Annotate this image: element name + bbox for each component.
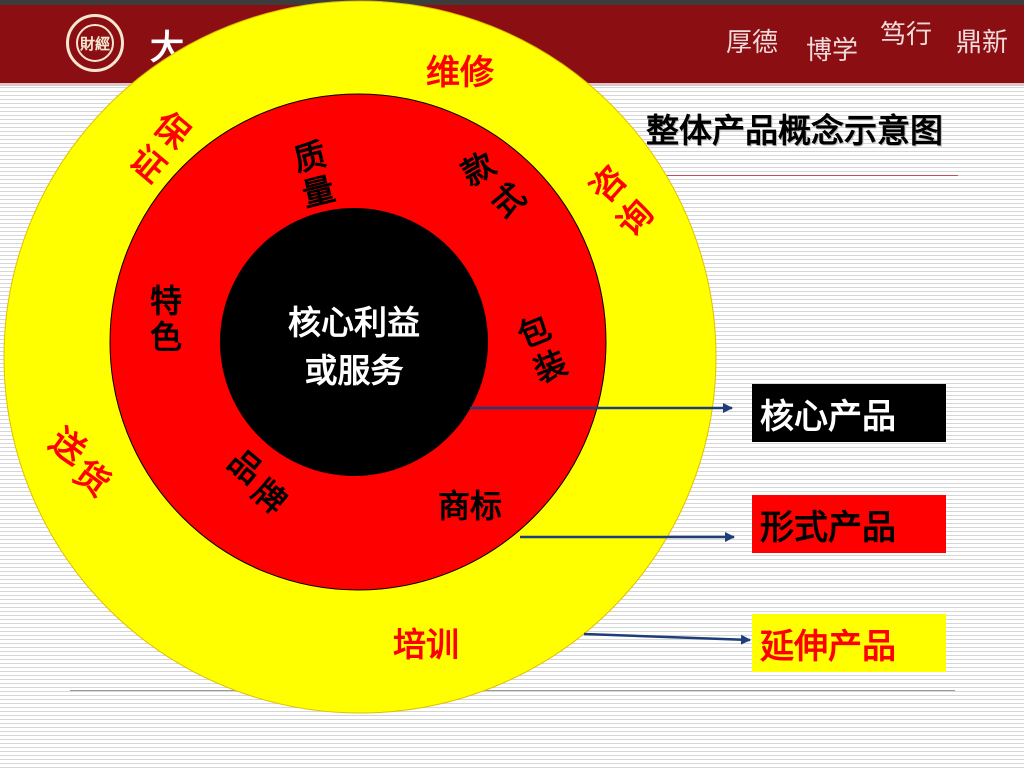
legend-form-product: 形式产品 — [752, 495, 946, 553]
extended-item-repair: 维修 — [426, 53, 495, 93]
legend-extended-label: 延伸产品 — [760, 626, 896, 667]
motto-word-1: 厚德 — [726, 28, 779, 58]
motto-word-2: 博学 — [806, 36, 859, 66]
title-underline — [640, 175, 958, 176]
seal-text: 財經 — [76, 24, 114, 62]
form-item-feature-char: 特 — [150, 282, 182, 320]
form-item-feature: 特色 — [150, 282, 182, 356]
motto-word-4: 鼎新 — [956, 28, 1009, 58]
legend-form-label: 形式产品 — [760, 507, 896, 548]
legend-core-label: 核心产品 — [760, 396, 896, 437]
core-text-line-1: 核心利益 — [288, 303, 420, 342]
form-item-trademark: 商标 — [438, 487, 502, 525]
header-top-strip — [0, 0, 1024, 5]
legend-core-product: 核心产品 — [752, 384, 946, 442]
page-title: 整体产品概念示意图 — [646, 111, 943, 150]
legend-extended-product: 延伸产品 — [752, 614, 946, 672]
core-text-line-2: 或服务 — [305, 351, 404, 390]
form-item-feature-char: 色 — [150, 318, 182, 356]
motto-word-3: 笃行 — [880, 20, 933, 50]
core-product-circle — [220, 208, 488, 476]
arrow-extended — [583, 632, 751, 645]
school-seal-logo: 財經 — [66, 14, 124, 72]
footer-rule — [70, 690, 955, 691]
extended-item-training: 培训 — [393, 625, 459, 664]
